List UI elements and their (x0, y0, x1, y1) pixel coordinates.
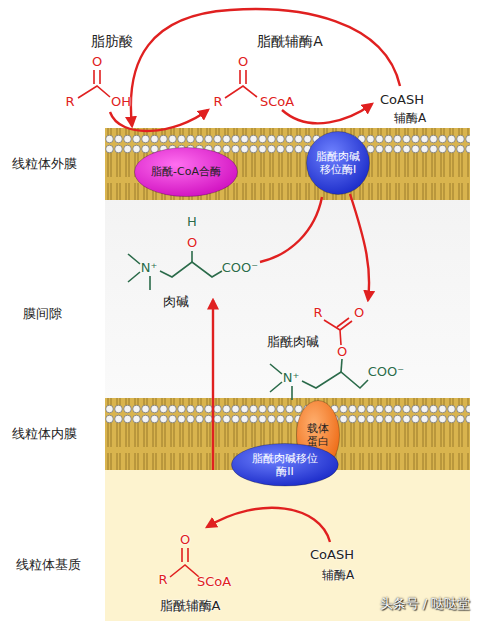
atom-label: O (92, 55, 102, 69)
enzyme-name: 载体蛋白 (306, 422, 330, 448)
atom-label: SCoA (197, 575, 231, 589)
molecule-name: 脂肪酸 (91, 34, 133, 49)
atom-label: O (238, 55, 248, 69)
atom-label: N⁺ (283, 371, 300, 385)
atom-label: R (65, 95, 74, 109)
molecule-name: 辅酶A (394, 112, 426, 125)
atom-label: OH (111, 95, 131, 109)
atom-label: R (158, 573, 167, 587)
molecule-name: 脂酰辅酶A (160, 599, 221, 613)
region-label: 膜间隙 (23, 307, 62, 321)
membrane-band: 线粒体内膜载体蛋白脂酰肉碱移位酶II (0, 398, 489, 470)
atom-label: R (213, 95, 222, 109)
outer-membrane-lipids (105, 128, 470, 200)
molecule-name: 辅酶A (322, 569, 354, 582)
enzyme-ellipse: 脂酰-CoA合酶 (134, 147, 238, 197)
atom-label: O (337, 345, 347, 359)
atom-label: O (187, 236, 197, 250)
region-label: 线粒体外膜 (12, 155, 77, 173)
intermembrane-space (105, 198, 470, 398)
enzyme-name: 脂酰肉碱移位酶I (314, 150, 362, 176)
atom-label: COO⁻ (222, 261, 258, 275)
atom-label: O (180, 533, 190, 547)
molecule-name: 脂酰辅酶A (257, 34, 323, 49)
molecule-name: CoASH (380, 93, 424, 107)
atom-label: COO⁻ (368, 365, 404, 379)
atom-label: O (354, 306, 364, 320)
enzyme-circle: 脂酰肉碱移位酶I (306, 131, 370, 195)
reaction-arrows (110, 9, 400, 542)
enzyme-name: 脂酰肉碱移位酶II (252, 452, 318, 478)
atom-label: H (187, 215, 197, 229)
atom-label: N⁺ (141, 261, 158, 275)
molecule-name: CoASH (310, 548, 354, 562)
region-label: 线粒体基质 (16, 558, 81, 572)
molecule-name: 肉碱 (163, 295, 189, 309)
atom-label: SCoA (260, 95, 294, 109)
enzyme-ellipse: 脂酰肉碱移位酶II (231, 443, 339, 487)
membrane-band: 线粒体外膜脂酰-CoA合酶 脂酰肉碱移位酶I (0, 128, 489, 200)
molecule-name: 脂酰肉碱 (267, 335, 319, 349)
watermark: 头条号 / 哒哒堂 (380, 597, 471, 611)
carnitine-bonds (128, 251, 368, 400)
region-label: 线粒体内膜 (12, 425, 77, 443)
atom-label: R (313, 306, 322, 320)
matrix-region (105, 470, 470, 621)
outer-membrane (105, 128, 470, 200)
enzyme-name: 脂酰-CoA合酶 (146, 165, 226, 178)
